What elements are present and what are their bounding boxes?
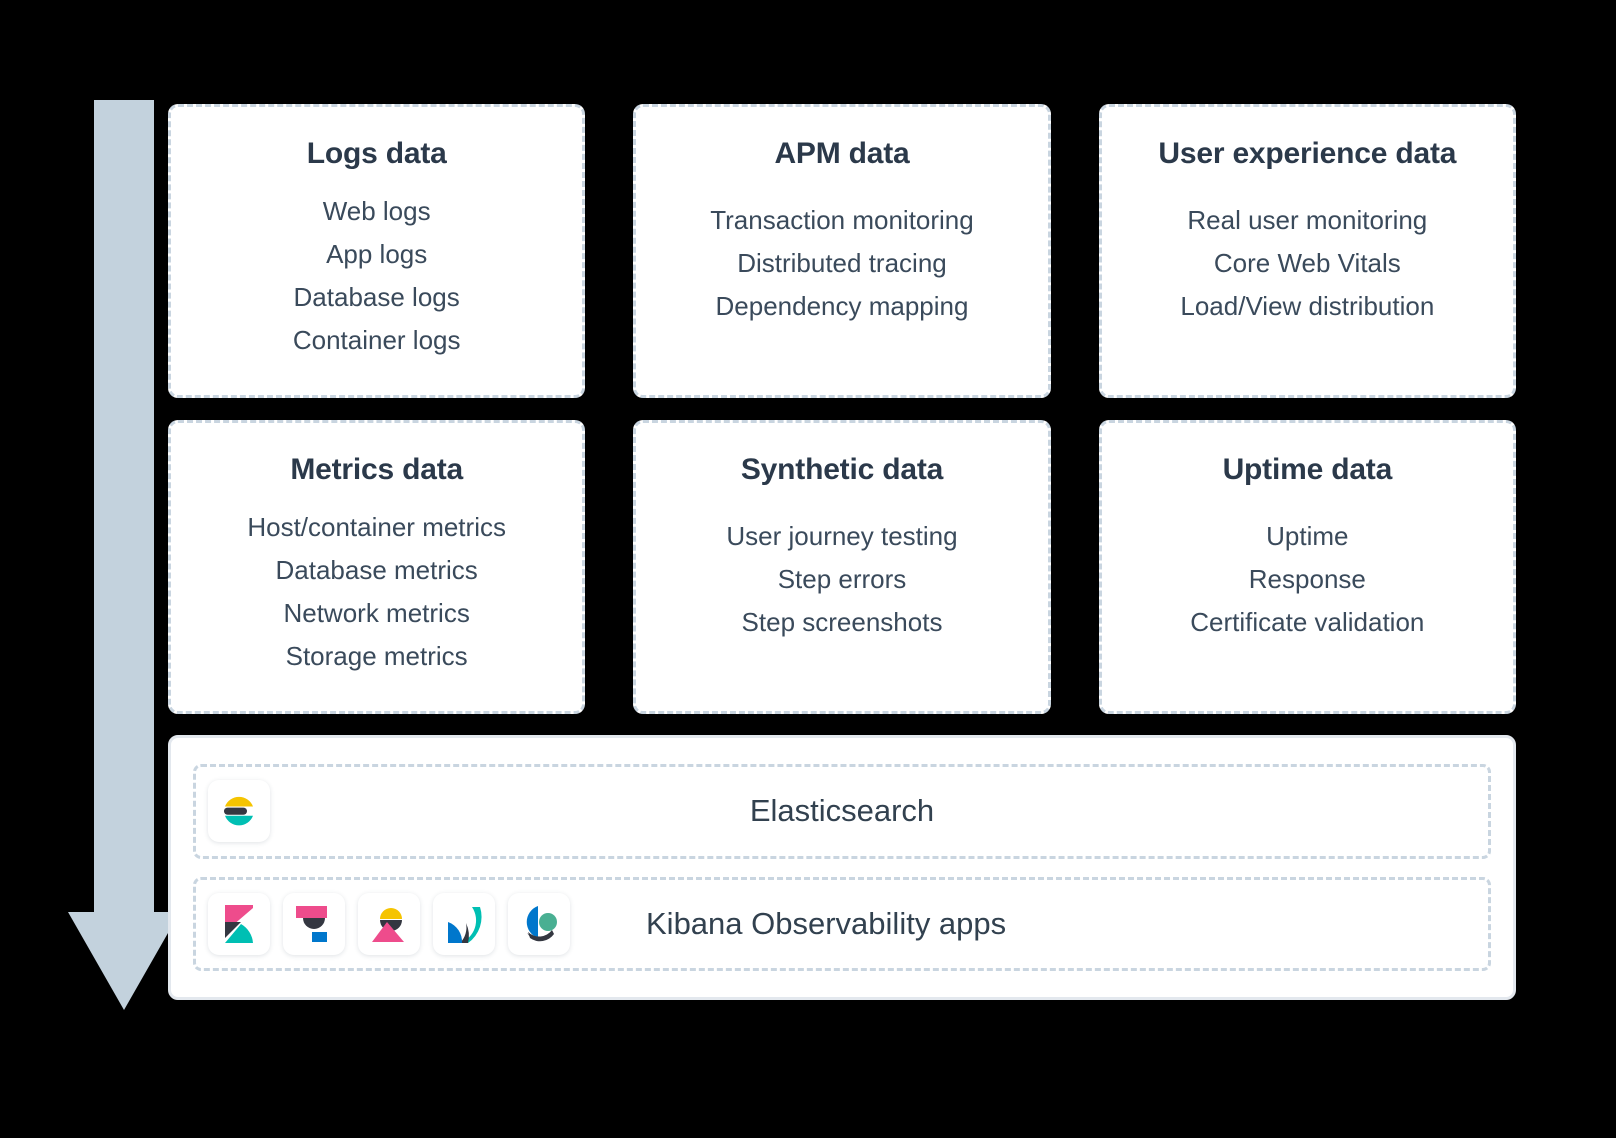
card-title-metrics-data: Metrics data [290,453,463,486]
list-item: Core Web Vitals [1213,247,1401,278]
list-item: Response [1248,563,1366,594]
card-list-metrics-data: Host/container metrics Database metrics … [247,509,506,676]
list-item: Dependency mapping [715,290,969,321]
card-metrics-data[interactable]: Metrics data Host/container metrics Data… [168,420,586,714]
stack-row-elasticsearch[interactable]: Elasticsearch [193,764,1491,859]
stack-row-kibana-observability-apps[interactable]: Kibana Observability apps [193,876,1491,971]
card-list-user-experience-data: Real user monitoring Core Web Vitals Loa… [1180,202,1434,326]
elastic-stack-panel: Elasticsearch [168,735,1516,1000]
list-item: Web logs [322,196,431,226]
card-title-apm-data: APM data [774,137,910,170]
elasticsearch-logo-icon [220,792,258,830]
uptime-app-logo-icon [520,905,558,943]
stack-row-label-elasticsearch: Elasticsearch [749,793,935,829]
card-list-synthetic-data: User journey testing Step errors Step sc… [726,518,957,642]
logs-app-logo-icon [295,905,333,942]
card-user-experience-data[interactable]: User experience data Real user monitorin… [1098,104,1516,398]
list-item: App logs [326,238,428,269]
metrics-app-logo-icon [370,906,408,942]
card-title-logs-data: Logs data [306,137,447,170]
list-item: Transaction monitoring [710,205,974,235]
card-list-logs-data: Web logs App logs Database logs Containe… [293,193,461,360]
card-list-apm-data: Transaction monitoring Distributed traci… [710,202,974,326]
elasticsearch-logo-tiles [208,780,270,843]
list-item: Storage metrics [285,640,468,671]
metrics-app-logo-tile[interactable] [358,892,420,955]
card-uptime-data[interactable]: Uptime data Uptime Response Certificate … [1098,420,1516,714]
uptime-app-logo-tile[interactable] [508,892,570,955]
list-item: Certificate validation [1190,606,1425,637]
card-logs-data[interactable]: Logs data Web logs App logs Database log… [168,104,586,398]
elasticsearch-logo-tile[interactable] [208,780,270,843]
list-item: Database logs [293,281,460,312]
data-flow-arrow [68,100,180,1010]
list-item: Step errors [777,563,907,594]
list-item: Distributed tracing [737,247,947,278]
card-title-uptime-data: Uptime data [1222,453,1393,486]
kibana-logo-icon [221,904,257,943]
list-item: Host/container metrics [247,512,506,542]
apm-app-logo-icon [446,905,482,943]
list-item: Container logs [292,324,461,355]
kibana-logo-tile[interactable] [208,892,270,955]
card-apm-data[interactable]: APM data Transaction monitoring Distribu… [633,104,1051,398]
list-item: User journey testing [726,521,958,551]
card-title-user-experience-data: User experience data [1158,137,1457,170]
list-item: Load/View distribution [1180,290,1435,321]
data-source-card-grid: Logs data Web logs App logs Database log… [168,104,1516,714]
list-item: Network metrics [283,597,470,628]
card-synthetic-data[interactable]: Synthetic data User journey testing Step… [633,420,1051,714]
apm-app-logo-tile[interactable] [433,892,495,955]
list-item: Database metrics [275,554,478,585]
card-list-uptime-data: Uptime Response Certificate validation [1190,518,1424,642]
list-item: Uptime [1266,521,1349,551]
kibana-logo-tiles [208,892,570,955]
list-item: Real user monitoring [1187,205,1428,235]
card-title-synthetic-data: Synthetic data [740,453,944,486]
list-item: Step screenshots [741,606,943,637]
logs-app-logo-tile[interactable] [283,892,345,955]
